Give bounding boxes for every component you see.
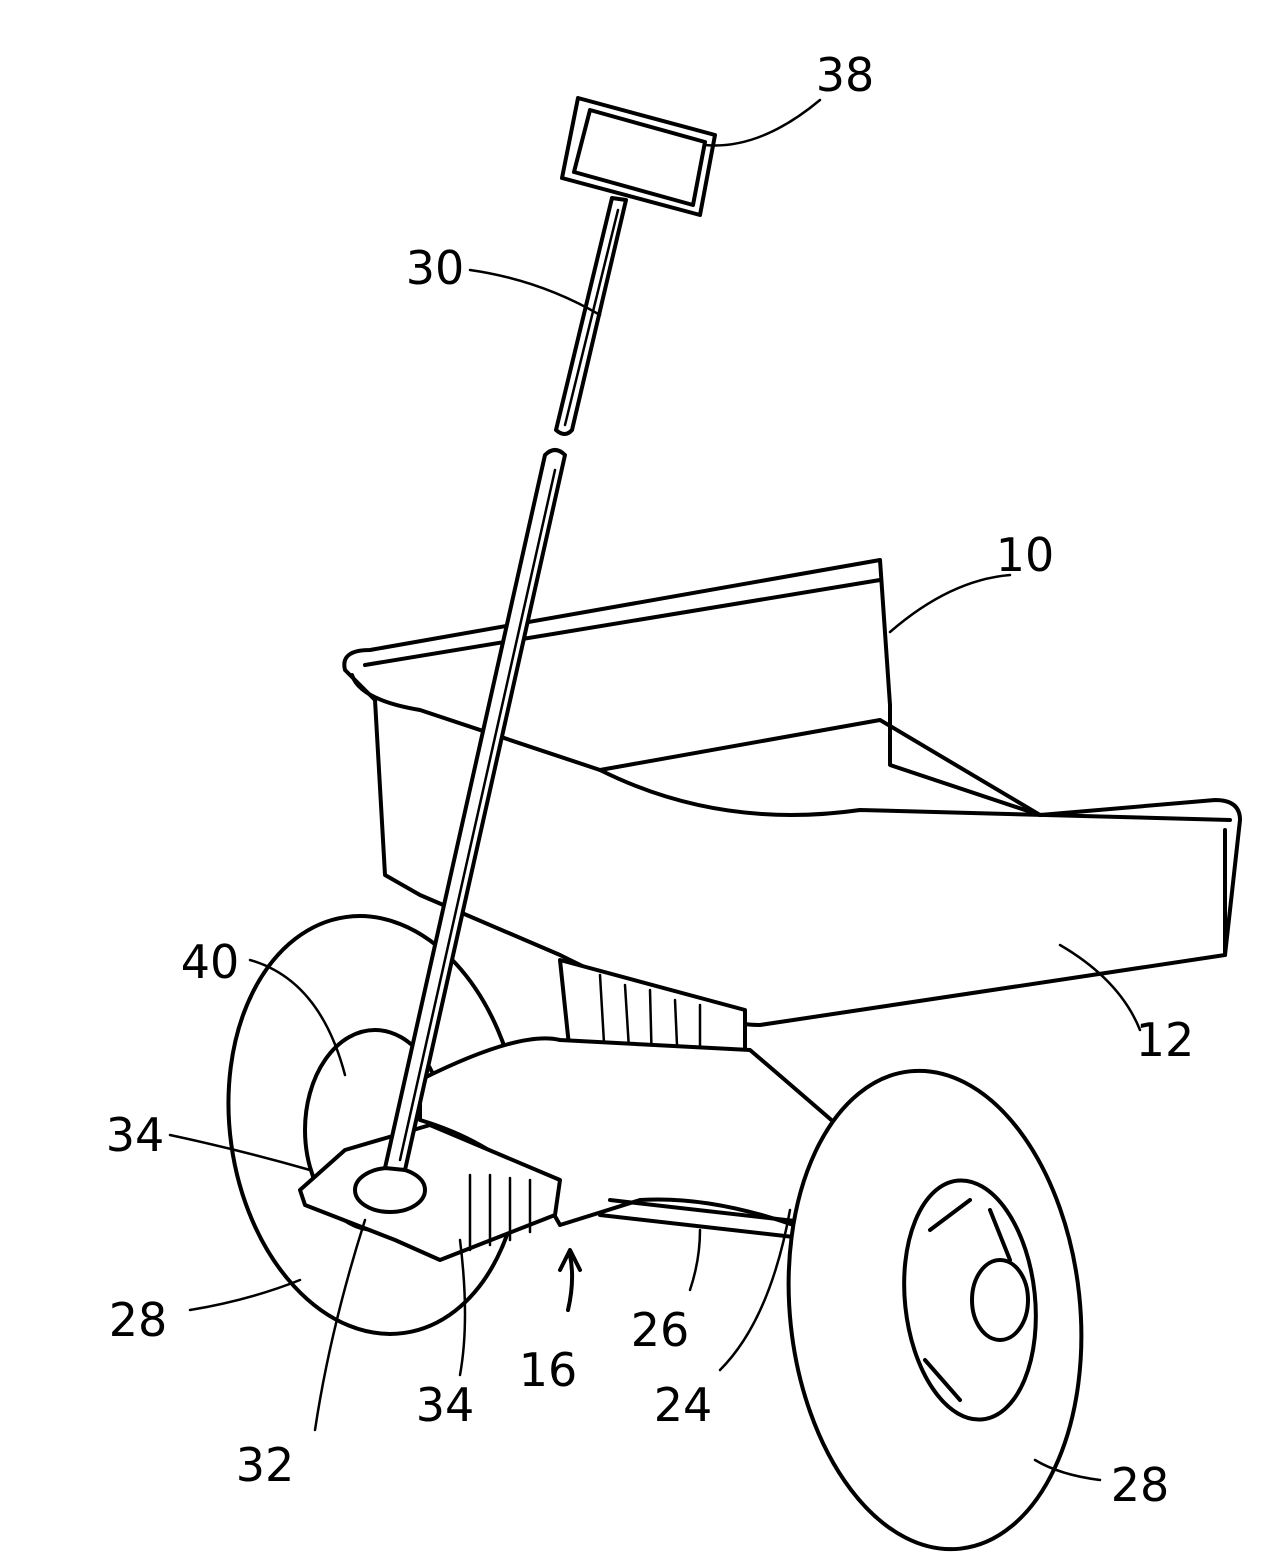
pivot	[355, 1168, 425, 1212]
label-34-left: 34	[106, 1112, 165, 1158]
label-24: 24	[654, 1382, 713, 1428]
label-34-right: 34	[416, 1382, 475, 1428]
label-28-left: 28	[109, 1297, 168, 1343]
label-16: 16	[519, 1347, 578, 1393]
label-26: 26	[631, 1307, 690, 1353]
label-38: 38	[816, 52, 875, 98]
label-28-right: 28	[1111, 1462, 1170, 1508]
label-40: 40	[181, 939, 240, 985]
handle-grip	[562, 98, 715, 215]
label-32: 32	[236, 1442, 295, 1488]
label-12: 12	[1136, 1017, 1195, 1063]
label-30: 30	[406, 245, 465, 291]
label-10: 10	[996, 532, 1055, 578]
